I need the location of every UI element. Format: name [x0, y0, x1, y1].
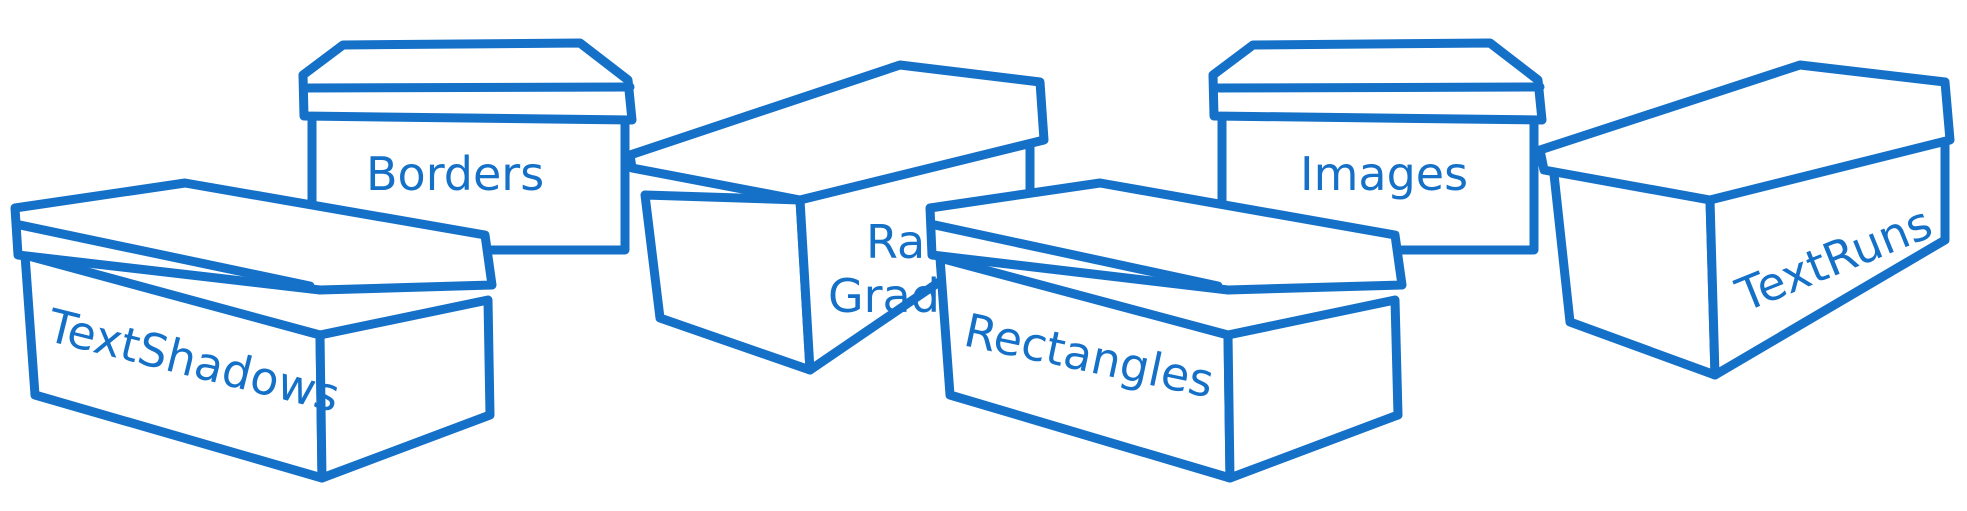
box-images: Images: [1208, 38, 1547, 255]
box-label-radial-line1: Ra: [866, 215, 925, 269]
box-label-radial-line2: Grad: [828, 269, 940, 323]
box-rectangles: Rectangles: [925, 178, 1407, 483]
box-textruns: TextRuns: [1535, 60, 1955, 380]
box-textshadows: TextShadows: [10, 178, 497, 483]
box-label-images: Images: [1300, 147, 1468, 201]
box-label-borders: Borders: [366, 147, 544, 201]
